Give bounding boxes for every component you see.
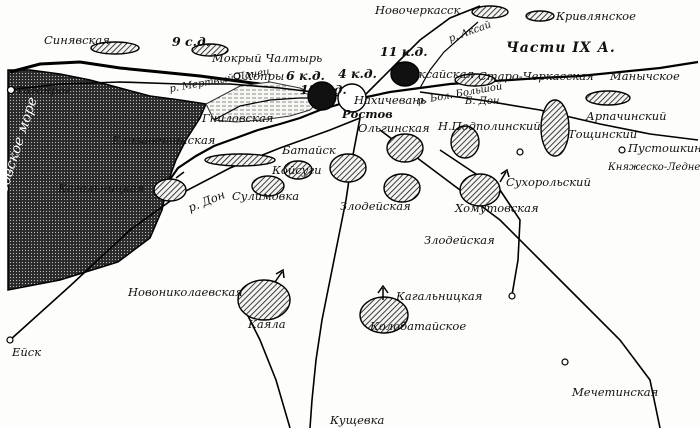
label-unit-6-kd: 6 к.д. <box>286 68 325 83</box>
dot-sukhorolsky <box>516 148 524 156</box>
label-staro-cherkasskaya: Старо-Черкасская <box>478 69 594 83</box>
label-pustoshkin: Пустошкин <box>627 141 700 155</box>
dot-zlodeyskaya <box>508 292 516 300</box>
north-coast <box>9 60 291 90</box>
label-kushchevka: Кущевка <box>329 413 384 427</box>
label-river-don: р. Дон <box>186 187 227 214</box>
label-arpachinsky: Арпачинский <box>585 109 667 123</box>
unit-kagalnitskaya <box>153 178 187 202</box>
arrows <box>175 168 510 300</box>
unit-zlodeyskaya <box>383 173 421 203</box>
label-zlodeyskaya-1: Злодейская <box>340 199 411 213</box>
railway-novocherkassk <box>359 5 481 101</box>
unit-mokry <box>191 43 229 57</box>
label-unit-ixa: Части IХ А. <box>506 40 616 56</box>
label-zlodeyskaya-2: Злодейская <box>424 233 495 247</box>
label-unit-11-kd: 11 к.д. <box>380 44 428 59</box>
label-novocherkassk: Новочеркасск <box>374 3 460 17</box>
label-toshchinsky: Тощинский <box>568 127 637 141</box>
unit-elizavetinskaya <box>204 153 276 167</box>
label-krivlyanskoe: Кривлянское <box>555 9 636 23</box>
unit-toshchinsky <box>540 99 570 157</box>
label-manychskoe: Манычское <box>609 69 680 83</box>
dot-taganrog <box>6 85 16 95</box>
label-elizavetinskaya: Елизаветинская <box>111 133 215 147</box>
label-mechetinskaya: Мечетинская <box>571 385 658 399</box>
dot-mechetinskaya <box>561 358 569 366</box>
label-khopry: Хопры <box>244 69 284 83</box>
dot-pustoshkin <box>618 146 626 154</box>
label-koysugi: Койсуги <box>271 163 322 177</box>
unit-olginskaya-e <box>450 125 480 159</box>
don-delta <box>205 81 323 123</box>
unit-6-kd <box>307 81 337 111</box>
unit-kolobataiskoe <box>359 296 409 334</box>
arrow-khomutovskaya <box>499 168 510 183</box>
unit-arpachinsky <box>585 90 631 106</box>
railway-east <box>419 91 699 141</box>
label-taganrog: Таганрог <box>16 83 71 97</box>
unit-novocherkassk <box>471 5 509 19</box>
unit-staro-cherkasskaya <box>454 73 496 87</box>
label-unit-4-kd: 4 к.д. <box>338 66 377 81</box>
arrow-kayala <box>274 268 285 283</box>
railway-eysk <box>9 117 361 341</box>
unit-koysugi <box>283 160 313 180</box>
label-sukhorolsky: Сухорольский <box>506 175 591 189</box>
unit-11-kd <box>390 61 420 87</box>
unit-kayala <box>237 279 291 321</box>
label-kagalnitskaya-w: Кагальницкая <box>57 181 144 195</box>
dot-khopry <box>233 72 241 80</box>
label-kagalnitskaya-s: Кагальницкая <box>395 289 482 303</box>
unit-bataisk <box>329 153 367 183</box>
unit-khomutovskaya <box>459 173 501 207</box>
unit-olginskaya <box>386 133 424 163</box>
label-aksai-river: р. Аксай <box>447 19 492 44</box>
label-rostov: Ростов <box>341 107 393 121</box>
railway-kayala <box>239 299 291 428</box>
label-sinyavskaya: Синявская <box>44 33 110 47</box>
label-eysk: Ейск <box>11 345 41 359</box>
unit-krivlyanskoe <box>525 10 555 22</box>
label-aksaiskaya: Аксайская <box>409 67 474 81</box>
arrow-kagalnitskaya <box>175 171 185 179</box>
railway-mechetinskaya <box>379 129 661 428</box>
label-unit-12-sd: 12 с.д. <box>300 82 347 97</box>
label-kolobataiskoe: Колобатайское <box>369 319 466 333</box>
label-mokry-chaltyr: Мокрый Чалтырь <box>211 51 322 65</box>
label-bataisk: Батайск <box>281 143 336 157</box>
unit-sinyavskaya <box>90 41 140 55</box>
unit-4-kd <box>337 83 367 113</box>
label-nizhne-podpolny: Н.Подполинский <box>437 119 541 133</box>
label-gnilovskaya: Гниловская <box>201 111 273 125</box>
dot-eysk <box>6 336 14 344</box>
label-kayala: Каяла <box>247 317 286 331</box>
label-olginskaya: Ольгинская <box>358 121 430 135</box>
label-khomutovskaya: Хомутовская <box>454 201 539 215</box>
label-knyazhesko-lednevsky: Княжеско-Ледневский <box>607 162 700 173</box>
label-unit-9-sd: 9 с.д. <box>172 34 210 49</box>
arrow-kolobataiskoe <box>377 284 389 300</box>
label-sulimovka: Сулимовка <box>232 189 299 203</box>
troop-formations <box>90 5 631 334</box>
labels: Азовское море Новочеркасск Кривлянское С… <box>0 3 700 427</box>
azov-sea <box>7 69 208 291</box>
label-delta-2: Б. Дон <box>464 96 499 107</box>
river-don-branch <box>213 97 320 121</box>
road-zlodeyskaya <box>439 149 521 296</box>
river-aksai <box>419 21 479 89</box>
label-nakhichevan: Нахичевань <box>353 93 426 107</box>
unit-sulimovka <box>251 175 285 197</box>
label-novonikolaevskaya: Новониколаевская <box>127 285 243 299</box>
